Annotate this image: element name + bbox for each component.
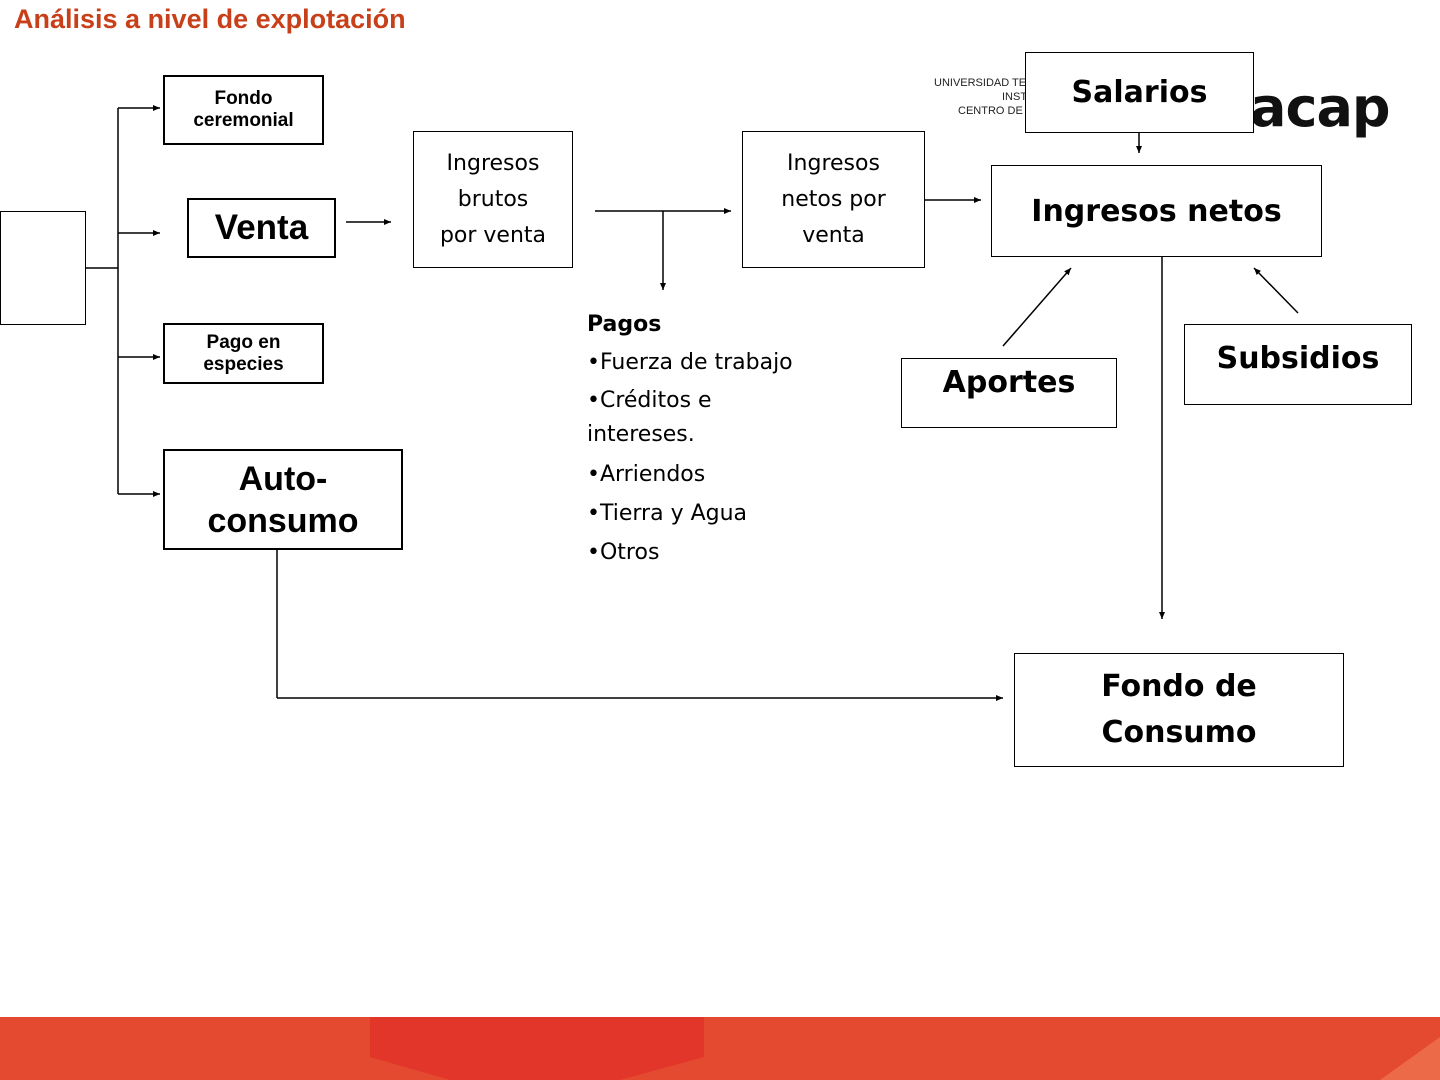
logo-line-2: INST bbox=[1002, 91, 1028, 103]
footer-band bbox=[0, 1017, 1440, 1080]
logo-line-3: CENTRO DE F bbox=[958, 105, 1033, 117]
node-aportes: Aportes bbox=[901, 358, 1117, 428]
arrow-subsidios-to-ingresos-netos bbox=[1253, 267, 1299, 314]
node-ingresos-netos-venta-line-3: venta bbox=[802, 222, 865, 248]
node-autoconsumo-line-2: consumo bbox=[207, 501, 359, 540]
node-ingresos-netos-venta-line-2: netos por bbox=[781, 186, 886, 212]
node-pago-especies: Pago en especies bbox=[163, 323, 324, 384]
slide-title: Análisis a nivel de explotación bbox=[14, 4, 406, 34]
node-fondo-ceremonial-line-2: ceremonial bbox=[193, 110, 294, 131]
footer-decoration bbox=[370, 1017, 1440, 1080]
pagos-item: •Otros bbox=[587, 540, 660, 565]
pagos-item: •Arriendos bbox=[587, 462, 706, 487]
pagos-item: intereses. bbox=[587, 422, 695, 447]
node-ingresos-brutos-line-1: Ingresos bbox=[446, 150, 540, 176]
node-ingresos-brutos-line-3: por venta bbox=[439, 222, 547, 248]
node-subsidios-label: Subsidios bbox=[1216, 341, 1380, 376]
node-ingresos-netos-label: Ingresos netos bbox=[1031, 193, 1282, 229]
logo-line-1: UNIVERSIDAD TEC bbox=[934, 77, 1035, 89]
node-autoconsumo-line-1: Auto- bbox=[238, 459, 328, 498]
node-fondo-ceremonial-line-1: Fondo bbox=[214, 88, 273, 109]
pagos-item: •Créditos e bbox=[587, 388, 712, 413]
node-fondo-consumo-line-2: Consumo bbox=[1101, 715, 1257, 750]
node-subsidios: Subsidios bbox=[1184, 324, 1412, 405]
node-fondo-consumo-line-1: Fondo de bbox=[1101, 669, 1257, 704]
pagos-list: Pagos •Fuerza de trabajo •Créditos e int… bbox=[587, 306, 827, 572]
pagos-header: Pagos bbox=[587, 312, 662, 337]
node-fondo-consumo: Fondo de Consumo bbox=[1014, 653, 1344, 767]
node-salarios-label: Salarios bbox=[1071, 75, 1208, 110]
node-salarios: Salarios bbox=[1025, 52, 1254, 133]
node-pago-especies-line-1: Pago en bbox=[206, 331, 281, 353]
pagos-item: •Fuerza de trabajo bbox=[587, 350, 793, 375]
node-ingresos-netos-venta-line-1: Ingresos bbox=[787, 150, 880, 176]
arrow-aportes-to-ingresos-netos bbox=[1002, 267, 1072, 347]
node-venta-label: Venta bbox=[214, 208, 309, 247]
node-ingresos-brutos: Ingresos brutos por venta bbox=[413, 131, 573, 268]
logo-wordmark: acap bbox=[1250, 76, 1391, 139]
node-fondo-ceremonial: Fondo ceremonial bbox=[163, 75, 324, 145]
node-aportes-label: Aportes bbox=[942, 365, 1076, 400]
node-ingresos-brutos-line-2: brutos bbox=[457, 186, 529, 212]
node-ingresos-netos: Ingresos netos bbox=[991, 165, 1322, 257]
node-pago-especies-line-2: especies bbox=[203, 353, 284, 375]
pagos-item: •Tierra y Agua bbox=[587, 501, 748, 526]
node-autoconsumo: Auto- consumo bbox=[163, 449, 403, 550]
node-venta: Venta bbox=[187, 198, 336, 258]
source-box-empty bbox=[0, 211, 86, 325]
node-ingresos-netos-venta: Ingresos netos por venta bbox=[742, 131, 925, 268]
